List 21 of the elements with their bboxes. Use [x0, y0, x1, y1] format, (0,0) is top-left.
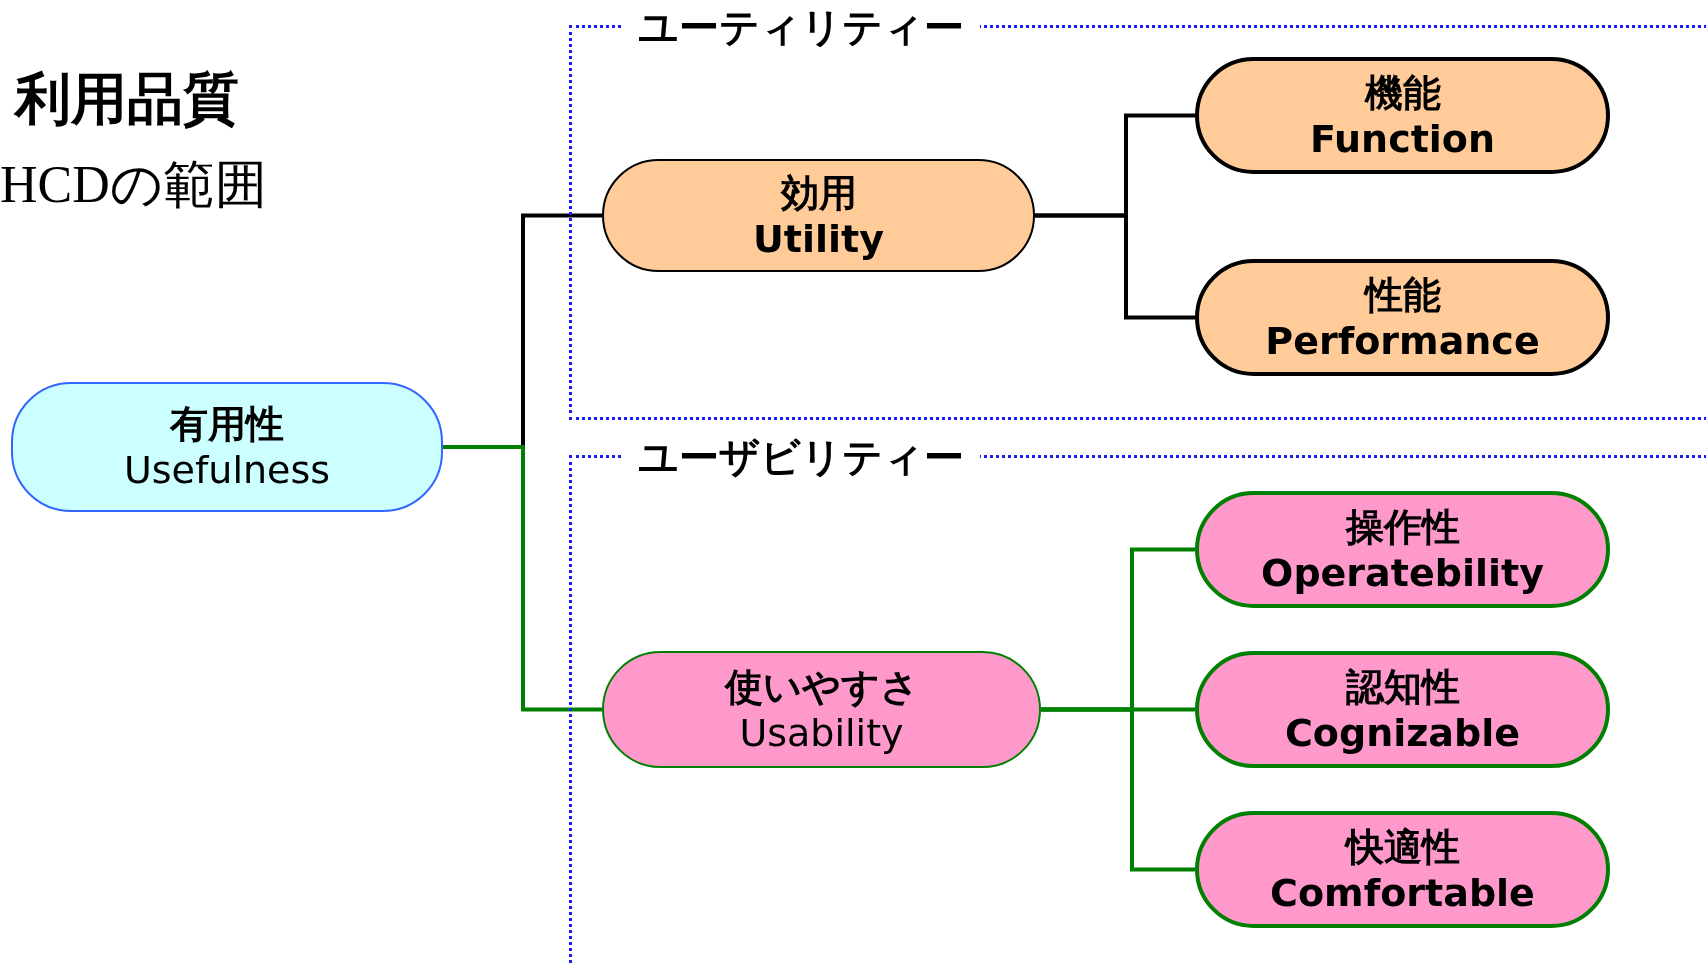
term-label: 使いやすさ [724, 663, 919, 710]
scope-label: HCDの範囲 [0, 155, 267, 215]
english-label: Cognizable [1284, 709, 1520, 756]
connector-line [443, 445, 602, 712]
english-label: Comfortable [1270, 869, 1535, 916]
english-label: Usability [739, 709, 904, 756]
connector-line [1035, 213, 1195, 320]
english-label: Function [1309, 115, 1495, 162]
term-label: 機能 [1364, 69, 1441, 116]
term-label: 操作性 [1345, 503, 1460, 550]
english-label: Performance [1265, 317, 1540, 364]
term-label: 快適性 [1345, 823, 1460, 870]
term-label: 効用 [780, 169, 857, 216]
english-label: Operatebility [1261, 549, 1544, 596]
connector-line [1041, 707, 1195, 872]
term-label: 認知性 [1345, 663, 1460, 710]
title-label: 利用品質 [15, 65, 239, 133]
term-label: 有用性 [170, 401, 284, 447]
english-label: Usefulness [123, 447, 331, 493]
english-label: Utility [752, 215, 884, 262]
term-label: 性能 [1364, 271, 1441, 318]
